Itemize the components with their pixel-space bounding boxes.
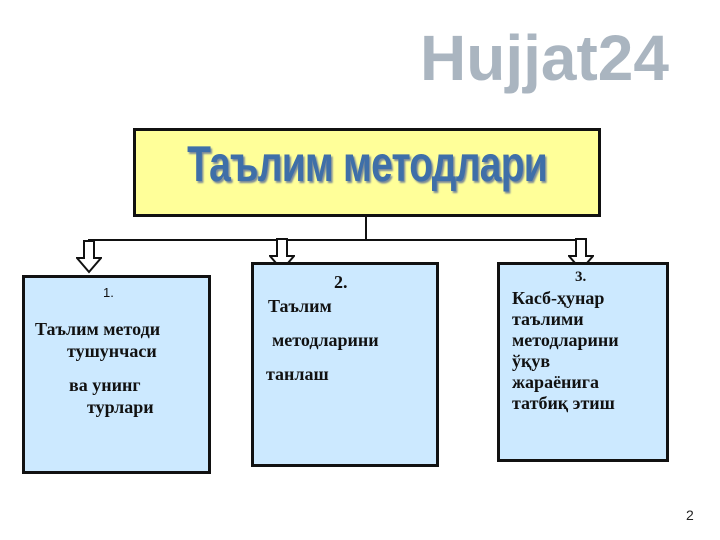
box-line: таълими xyxy=(512,309,584,329)
box-line: Касб-ҳунар xyxy=(512,288,605,308)
box-1: 1. Таълим методи тушунчаси ва унинг турл… xyxy=(22,275,211,474)
box-line: ўқув xyxy=(512,351,551,371)
box-3: 3. Касб-ҳунар таълими методларини ўқув ж… xyxy=(497,262,669,462)
box-number: 2. xyxy=(334,272,348,292)
box-line: Таълим методи xyxy=(35,319,161,339)
watermark: Hujjat24 xyxy=(420,22,669,94)
box-number: 1. xyxy=(103,285,114,300)
box-line: методларини xyxy=(512,330,619,350)
box-line: тушунчаси xyxy=(67,341,157,361)
connector-vertical xyxy=(365,214,367,241)
box-line: татбиқ этиш xyxy=(512,393,615,413)
down-arrow-icon xyxy=(76,240,102,274)
title-box: Таълим методлари xyxy=(133,128,601,217)
box-line: ва унинг xyxy=(69,375,141,395)
box-2: 2. Таълим методларини танлаш xyxy=(251,262,439,467)
box-line: турлари xyxy=(87,397,154,417)
box-line: жараёнига xyxy=(512,372,599,392)
box-line: методларини xyxy=(272,330,379,350)
page-number: 2 xyxy=(686,507,694,523)
box-line: танлаш xyxy=(266,364,329,384)
box-number: 3. xyxy=(575,269,587,285)
box-line: Таълим xyxy=(268,296,332,316)
connector-horizontal xyxy=(88,239,582,241)
diagram-title: Таълим методлари xyxy=(187,136,548,192)
